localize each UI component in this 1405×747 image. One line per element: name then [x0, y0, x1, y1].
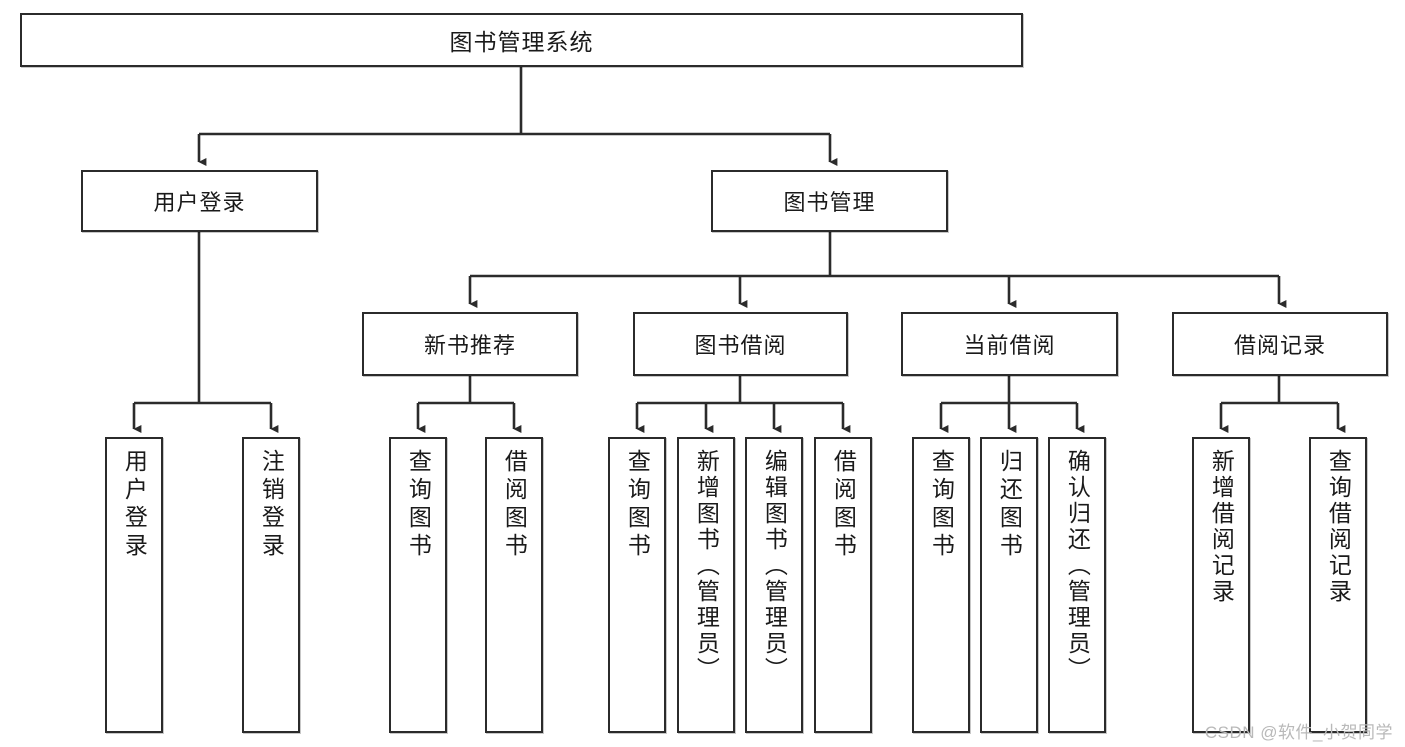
node-borrow-record[interactable]: 借阅记录 [1172, 312, 1388, 376]
leaf-new-book-borrow[interactable]: 借阅图书 [485, 437, 543, 733]
leaf-borrow-record-add[interactable]: 新增借阅记录 [1192, 437, 1250, 733]
leaf-book-borrow-borrow[interactable]: 借阅图书 [814, 437, 872, 733]
leaf-label: 查询图书 [624, 449, 651, 561]
leaf-label: 用户登录 [121, 449, 148, 561]
node-label: 用户登录 [153, 190, 246, 215]
leaf-label: 借阅图书 [830, 449, 857, 561]
node-label: 当前借阅 [963, 333, 1056, 358]
watermark: CSDN @软件_小贺同学 [1204, 723, 1393, 742]
leaf-label: 借阅图书 [501, 449, 528, 561]
node-book-borrow[interactable]: 图书借阅 [633, 312, 848, 376]
leaf-label: 注销登录 [258, 449, 285, 561]
leaf-borrow-record-query[interactable]: 查询借阅记录 [1309, 437, 1367, 733]
node-label: 图书管理系统 [449, 29, 594, 55]
leaf-label: 编辑图书（管理员） [761, 449, 788, 683]
node-label: 借阅记录 [1233, 333, 1326, 358]
node-label: 图书借阅 [694, 333, 787, 358]
node-user-login[interactable]: 用户登录 [81, 170, 318, 232]
node-new-book-recommend[interactable]: 新书推荐 [362, 312, 578, 376]
leaf-current-borrow-confirm-return[interactable]: 确认归还（管理员） [1048, 437, 1106, 733]
leaf-label: 查询借阅记录 [1325, 449, 1352, 605]
leaf-current-borrow-query[interactable]: 查询图书 [912, 437, 970, 733]
leaf-label: 查询图书 [405, 449, 432, 561]
leaf-label: 确认归还（管理员） [1064, 449, 1091, 683]
leaf-label: 查询图书 [928, 449, 955, 561]
leaf-book-borrow-query[interactable]: 查询图书 [608, 437, 666, 733]
leaf-label: 新增图书（管理员） [693, 449, 720, 683]
leaf-book-borrow-edit[interactable]: 编辑图书（管理员） [745, 437, 803, 733]
node-current-borrow[interactable]: 当前借阅 [901, 312, 1118, 376]
leaf-new-book-query[interactable]: 查询图书 [389, 437, 447, 733]
leaf-book-borrow-add[interactable]: 新增图书（管理员） [677, 437, 735, 733]
leaf-label: 新增借阅记录 [1208, 449, 1235, 605]
node-label: 新书推荐 [423, 333, 516, 358]
leaf-user-login-login[interactable]: 用户登录 [105, 437, 163, 733]
leaf-user-login-logout[interactable]: 注销登录 [242, 437, 300, 733]
leaf-current-borrow-return[interactable]: 归还图书 [980, 437, 1038, 733]
leaf-label: 归还图书 [996, 449, 1023, 561]
node-label: 图书管理 [783, 190, 876, 215]
node-book-management[interactable]: 图书管理 [711, 170, 948, 232]
node-root-system[interactable]: 图书管理系统 [20, 13, 1023, 67]
